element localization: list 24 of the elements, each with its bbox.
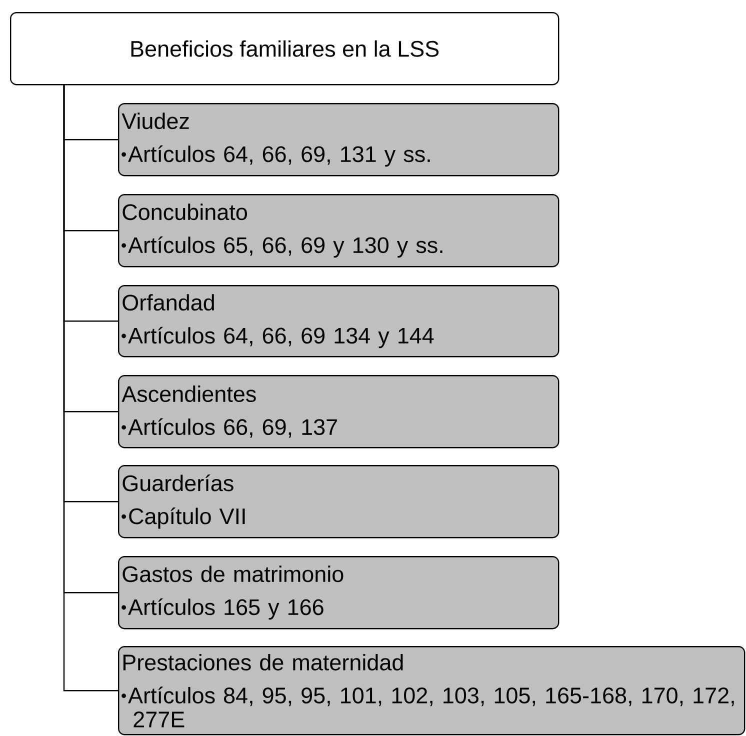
bullet-item: Capítulo VII — [129, 507, 245, 529]
title-box — [10, 12, 560, 86]
category-box — [118, 103, 560, 176]
bullet-item: Artículos 65, 66, 69 y 130 y ss. — [128, 236, 442, 258]
item-heading: Orfandad — [122, 294, 214, 311]
bullet-item: Artículos 64, 66, 69, 131 y ss. — [128, 145, 430, 167]
category-box — [118, 465, 560, 538]
item-heading: Guarderías — [122, 474, 234, 492]
heading-text: Beneficios familiares en la LSS — [131, 40, 439, 57]
item-heading: Concubinato — [122, 204, 247, 220]
bullet-item: Artículos 84, 95, 95, 101, 102, 103, 105, 165-168, 170, 172, 277E — [128, 686, 734, 728]
item-heading: Prestaciones de maternidad — [123, 654, 403, 670]
category-box — [118, 646, 746, 736]
item-heading: Ascendientes — [122, 386, 256, 402]
category-box — [118, 194, 560, 268]
connector-line — [63, 85, 118, 692]
category-box — [118, 375, 560, 448]
item-heading: Viudez — [122, 112, 189, 130]
bullet-item: Artículos 66, 69, 137 — [128, 418, 337, 438]
bullet-item: Artículos 64, 66, 69 134 y 144 — [128, 326, 434, 348]
bullet-item: Artículos 165 y 166 — [128, 598, 324, 620]
item-heading: Gastos de matrimonio — [122, 566, 344, 582]
category-box — [118, 285, 560, 358]
category-box — [118, 556, 560, 630]
